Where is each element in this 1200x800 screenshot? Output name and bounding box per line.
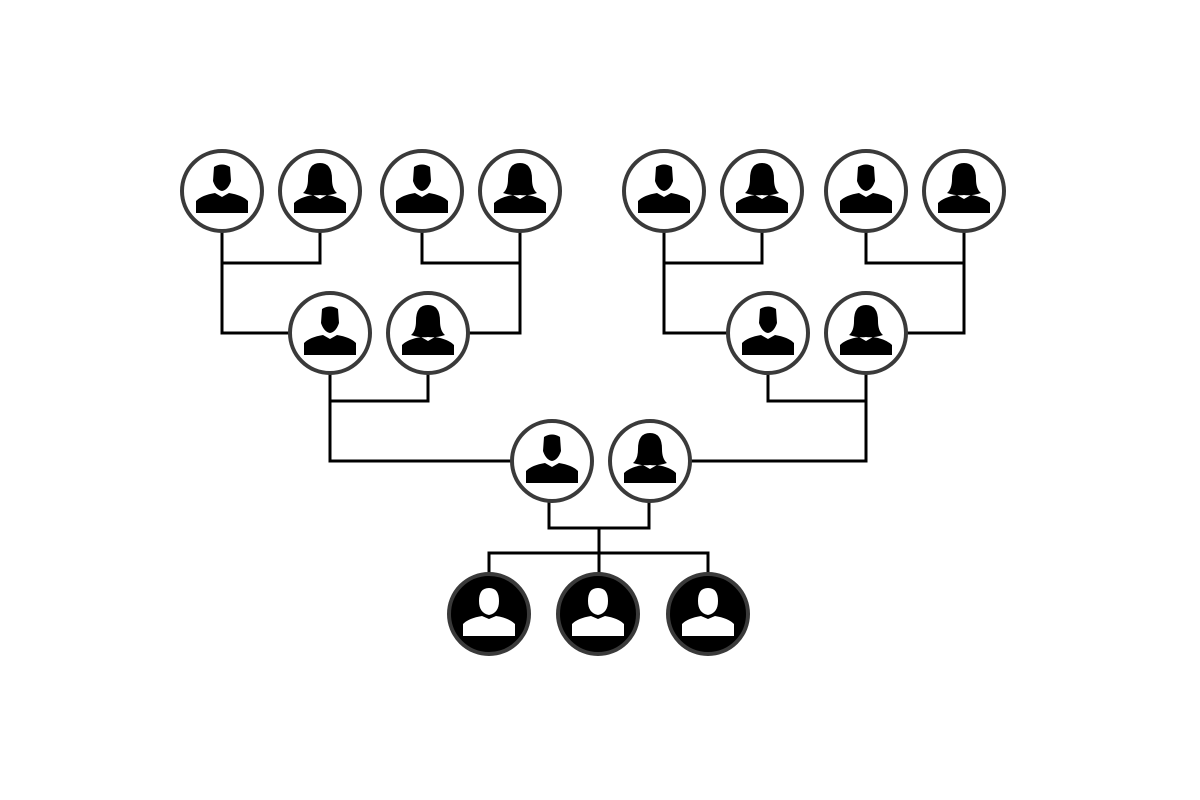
person-node-ggp1	[180, 149, 264, 233]
connector-line	[328, 399, 514, 463]
male-user-icon	[638, 164, 690, 213]
connector-line	[220, 261, 292, 335]
male-user-icon	[304, 306, 356, 355]
user-icon	[463, 588, 515, 636]
male-user-icon	[196, 164, 248, 213]
connector-line	[766, 371, 868, 403]
person-node-ggp6	[720, 149, 804, 233]
connector-line	[662, 229, 764, 265]
female-user-icon	[402, 305, 454, 355]
male-user-icon	[840, 164, 892, 213]
tree-nodes	[180, 149, 1006, 656]
female-user-icon	[294, 163, 346, 213]
person-node-ggp3	[380, 149, 464, 233]
female-user-icon	[494, 163, 546, 213]
female-user-icon	[736, 163, 788, 213]
person-node-gp1	[288, 291, 372, 375]
connector-line	[420, 229, 522, 265]
person-node-c1	[447, 572, 531, 656]
person-node-p2	[608, 419, 692, 503]
person-node-gp2	[386, 291, 470, 375]
person-node-p1	[510, 419, 594, 503]
connector-line	[904, 261, 966, 335]
person-node-c3	[666, 572, 750, 656]
male-user-icon	[396, 164, 448, 213]
person-node-ggp5	[622, 149, 706, 233]
person-node-c2	[556, 572, 640, 656]
connector-line	[220, 229, 322, 265]
person-node-ggp2	[278, 149, 362, 233]
connector-line	[688, 399, 868, 463]
connector-line	[662, 261, 730, 335]
user-icon	[572, 588, 624, 636]
connector-line	[466, 261, 522, 335]
connector-line	[547, 499, 651, 530]
female-user-icon	[938, 163, 990, 213]
person-node-ggp4	[478, 149, 562, 233]
person-node-ggp7	[824, 149, 908, 233]
connector-line	[864, 229, 966, 265]
connector-line	[328, 371, 430, 403]
male-user-icon	[742, 306, 794, 355]
tree-connectors	[220, 229, 966, 576]
male-user-icon	[526, 434, 578, 483]
person-node-ggp8	[922, 149, 1006, 233]
person-node-gp4	[824, 291, 908, 375]
female-user-icon	[624, 433, 676, 483]
user-icon	[682, 588, 734, 636]
female-user-icon	[840, 305, 892, 355]
person-node-gp3	[726, 291, 810, 375]
